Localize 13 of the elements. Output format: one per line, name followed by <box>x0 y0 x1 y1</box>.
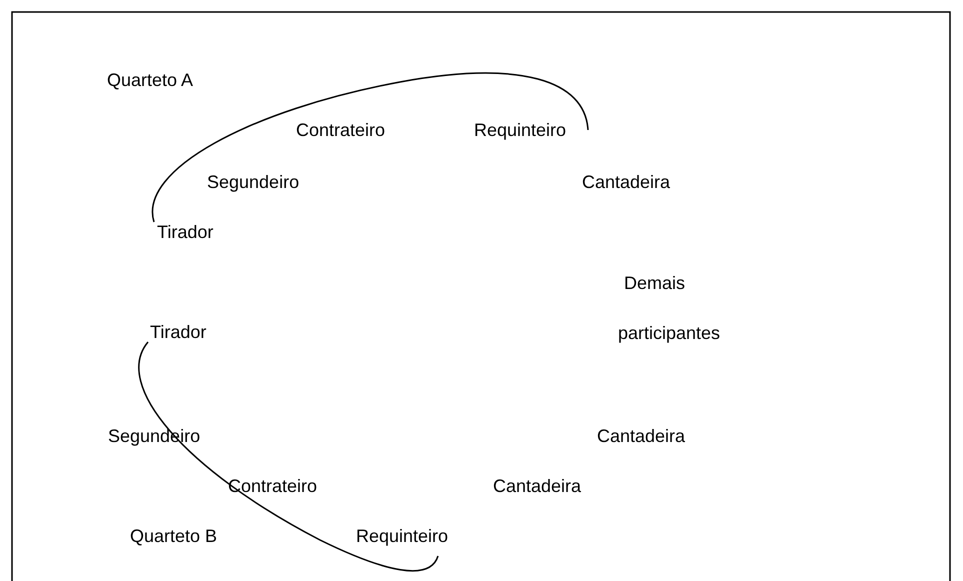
text-label: Contrateiro <box>296 119 386 141</box>
text-label: Contrateiro <box>228 475 318 497</box>
text-label: Cantadeira <box>582 171 670 193</box>
text-label: Tirador <box>157 221 214 243</box>
text-label: Cantadeira <box>493 475 582 497</box>
text-label: Cantadeira <box>597 425 686 447</box>
text-label: Quarteto B <box>130 525 218 547</box>
text-label: Requinteiro <box>356 525 448 547</box>
text-label: Segundeiro <box>207 171 300 193</box>
text-label: Requinteiro <box>474 119 566 141</box>
text-label: Demais participantes <box>618 272 722 345</box>
text-label: Quarteto A <box>107 69 194 91</box>
text-label: Tirador <box>150 321 206 343</box>
